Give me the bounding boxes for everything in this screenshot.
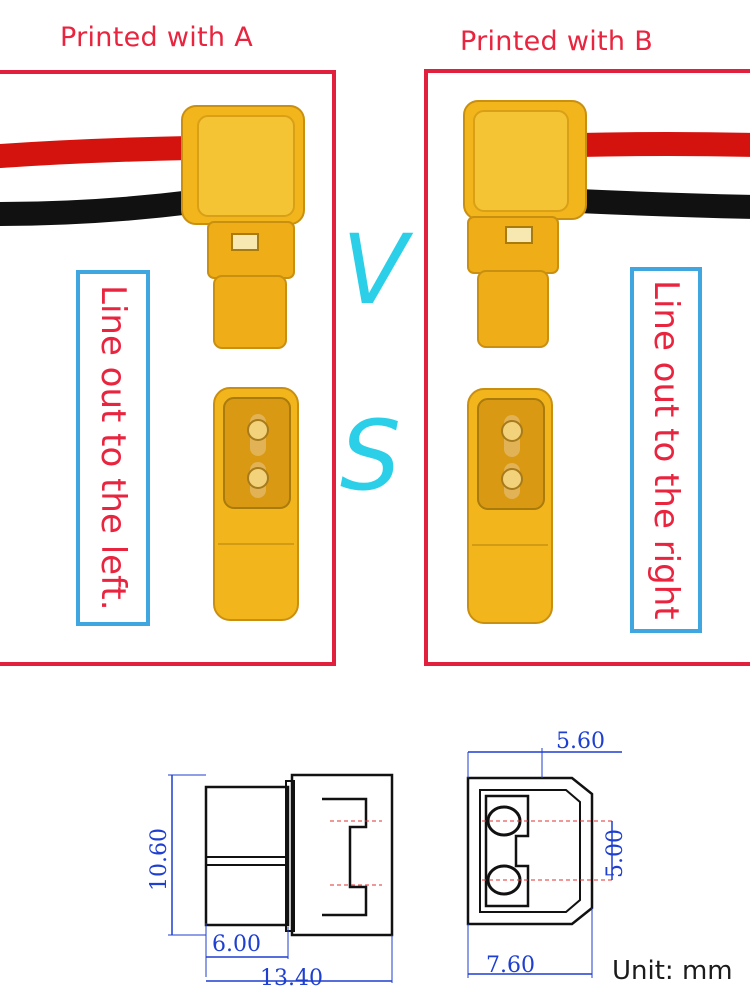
label-line-out-right: Line out to the right [630,267,702,633]
header-printed-b: Printed with B [460,26,654,57]
dim-top-width-text: 5.60 [556,729,605,754]
panel-printed-a: Line out to the left. [0,70,336,666]
label-line-out-left-text: Line out to the left. [93,285,133,611]
unit-label: Unit: mm [612,956,733,986]
black-wire-icon [566,189,750,219]
side-view-drawing: 10.60 6.00 13.40 [147,773,394,991]
dim-bottom-width-text: 7.60 [486,953,535,978]
dim-pin-spacing-text: 5.00 [603,829,628,878]
label-line-out-right-text: Line out to the right [646,280,686,620]
black-wire-icon [0,190,204,226]
header-printed-a: Printed with A [60,22,253,53]
panel-printed-b: Line out to the right [424,69,750,666]
label-line-out-left: Line out to the left. [76,270,150,626]
connector-photo-b [463,100,750,624]
front-view-drawing: 5.60 5.00 7.60 [466,729,628,978]
red-wire-icon [0,136,202,168]
red-wire-icon [566,132,750,157]
dim-total-length-text: 13.40 [260,966,323,991]
vs-letter-s: S [340,400,401,512]
dim-front-length-text: 6.00 [212,932,261,957]
connector-photo-a [0,105,305,621]
dim-height-text: 10.60 [147,828,172,891]
vs-letter-v: V [342,214,408,326]
